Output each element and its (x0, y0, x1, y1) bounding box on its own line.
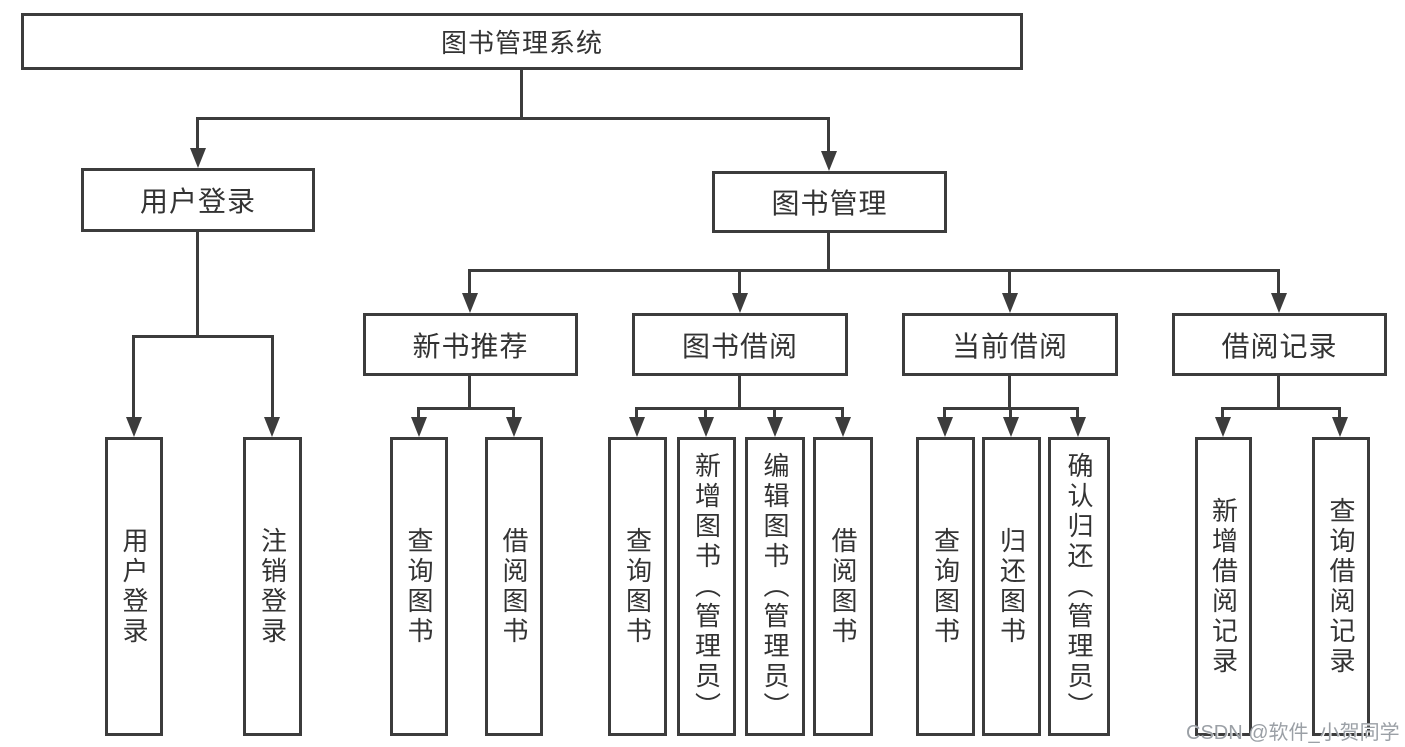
node-book-borrowing-label: 图书借阅 (681, 330, 798, 362)
leaf-current-confirm-return-admin: 确认归还（管理员） (1048, 437, 1110, 736)
node-book-management-label: 图书管理 (771, 188, 888, 219)
node-root: 图书管理系统 (21, 13, 1023, 70)
connector-recommend-stem (468, 376, 471, 409)
arrowhead-current (1002, 293, 1018, 313)
arrowhead-login-1 (126, 417, 142, 437)
connector-drop-borrowing-3 (773, 407, 776, 419)
leaf-recommend-query-books: 查询图书 (390, 437, 448, 736)
node-root-label: 图书管理系统 (440, 28, 603, 58)
connector-drop-recommend-1 (417, 407, 420, 419)
leaf-recommend-borrow-books: 借阅图书 (485, 437, 543, 736)
node-new-book-recommend-label: 新书推荐 (412, 330, 529, 362)
arrowhead-book-management (821, 151, 837, 171)
connector-drop-user-login (196, 117, 199, 151)
leaf-logout: 注销登录 (243, 437, 302, 736)
arrowhead-login-2 (264, 417, 280, 437)
connector-level3-branch (468, 269, 1280, 272)
leaf-records-add-record-label: 新增借阅记录 (1208, 496, 1239, 677)
arrowhead-records-1 (1215, 417, 1231, 437)
leaf-borrowing-add-books-admin-label: 新增图书（管理员） (691, 451, 722, 722)
connector-recommend-branch (417, 407, 515, 410)
connector-drop-borrowing (738, 269, 741, 295)
leaf-logout-label: 注销登录 (257, 526, 288, 647)
leaf-borrowing-add-books-admin: 新增图书（管理员） (677, 437, 736, 736)
connector-drop-book-management (827, 117, 830, 154)
connector-drop-login-1 (132, 335, 135, 419)
connector-drop-current-3 (1076, 407, 1079, 419)
connector-drop-records-1 (1221, 407, 1224, 419)
connector-drop-borrowing-2 (704, 407, 707, 419)
arrowhead-user-login (190, 148, 206, 168)
node-current-borrowing-label: 当前借阅 (951, 330, 1068, 362)
node-new-book-recommend: 新书推荐 (363, 313, 578, 376)
node-book-borrowing: 图书借阅 (632, 313, 848, 376)
connector-root-stem (520, 70, 523, 118)
node-borrow-records: 借阅记录 (1172, 313, 1387, 376)
leaf-current-return-books-label: 归还图书 (996, 526, 1027, 647)
connector-records-branch (1221, 407, 1341, 410)
arrowhead-current-3 (1070, 417, 1086, 437)
leaf-borrowing-edit-books-admin-label: 编辑图书（管理员） (760, 451, 790, 722)
arrowhead-recommend-1 (411, 417, 427, 437)
connector-current-stem (1008, 376, 1011, 409)
arrowhead-records-2 (1332, 417, 1348, 437)
connector-borrowing-stem (738, 376, 741, 409)
leaf-recommend-query-books-label: 查询图书 (404, 526, 434, 647)
node-current-borrowing: 当前借阅 (902, 313, 1118, 376)
csdn-watermark: CSDN @软件_小贺同学 (1186, 722, 1400, 744)
arrowhead-current-2 (1003, 417, 1019, 437)
connector-drop-recommend (468, 269, 471, 295)
arrowhead-borrowing (732, 293, 748, 313)
leaf-current-query-books-label: 查询图书 (930, 526, 961, 647)
node-borrow-records-label: 借阅记录 (1221, 330, 1338, 362)
node-user-login: 用户登录 (81, 168, 315, 232)
arrowhead-recommend (462, 293, 478, 313)
connector-records-stem (1277, 376, 1280, 409)
arrowhead-borrowing-3 (767, 417, 783, 437)
leaf-user-login-label: 用户登录 (119, 526, 149, 647)
connector-book-management-stem (827, 233, 830, 271)
leaf-borrowing-query-books: 查询图书 (608, 437, 667, 736)
connector-login-branch (132, 335, 274, 338)
leaf-borrowing-borrow-books-label: 借阅图书 (828, 526, 858, 647)
node-book-management: 图书管理 (712, 171, 947, 233)
arrowhead-borrowing-4 (835, 417, 851, 437)
connector-drop-borrowing-1 (635, 407, 638, 419)
node-user-login-label: 用户登录 (139, 186, 256, 217)
leaf-current-query-books: 查询图书 (916, 437, 975, 736)
connector-drop-current-2 (1009, 407, 1012, 419)
arrowhead-recommend-2 (506, 417, 522, 437)
leaf-borrowing-edit-books-admin: 编辑图书（管理员） (745, 437, 805, 736)
connector-drop-login-2 (271, 335, 274, 419)
leaf-borrowing-query-books-label: 查询图书 (622, 526, 653, 647)
connector-drop-recommend-2 (512, 407, 515, 419)
connector-drop-current (1008, 269, 1011, 295)
connector-borrowing-branch (635, 407, 844, 410)
arrowhead-borrowing-1 (629, 417, 645, 437)
leaf-records-add-record: 新增借阅记录 (1195, 437, 1252, 736)
leaf-user-login: 用户登录 (105, 437, 163, 736)
connector-drop-records-2 (1338, 407, 1341, 419)
leaf-records-query-record: 查询借阅记录 (1312, 437, 1370, 736)
leaf-current-return-books: 归还图书 (982, 437, 1041, 736)
leaf-records-query-record-label: 查询借阅记录 (1326, 496, 1356, 677)
leaf-borrowing-borrow-books: 借阅图书 (813, 437, 873, 736)
leaf-recommend-borrow-books-label: 借阅图书 (499, 526, 529, 647)
connector-drop-borrowing-4 (841, 407, 844, 419)
leaf-current-confirm-return-admin-label: 确认归还（管理员） (1064, 451, 1094, 722)
arrowhead-current-1 (937, 417, 953, 437)
connector-drop-records (1277, 269, 1280, 295)
connector-user-login-stem (196, 232, 199, 337)
arrowhead-borrowing-2 (698, 417, 714, 437)
connector-drop-current-1 (943, 407, 946, 419)
arrowhead-records (1271, 293, 1287, 313)
connector-level1-branch (196, 117, 830, 120)
